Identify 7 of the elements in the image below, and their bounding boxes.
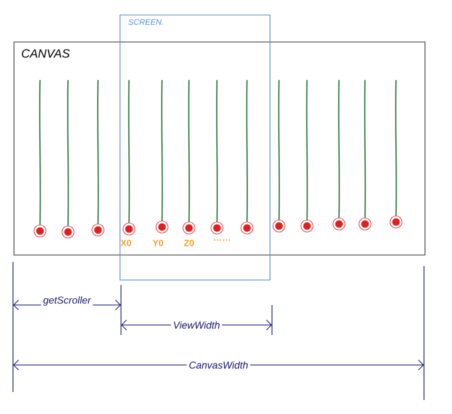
dimension-label: getScroller [41,294,93,308]
point-label: …… [214,239,230,241]
point-label: Z0 [184,240,194,246]
dimension-label: ViewWidth [171,319,222,331]
point-label: Y0 [152,240,164,246]
dimension-label: CanvasWidth [186,359,250,371]
point-label: X0 [120,240,132,246]
